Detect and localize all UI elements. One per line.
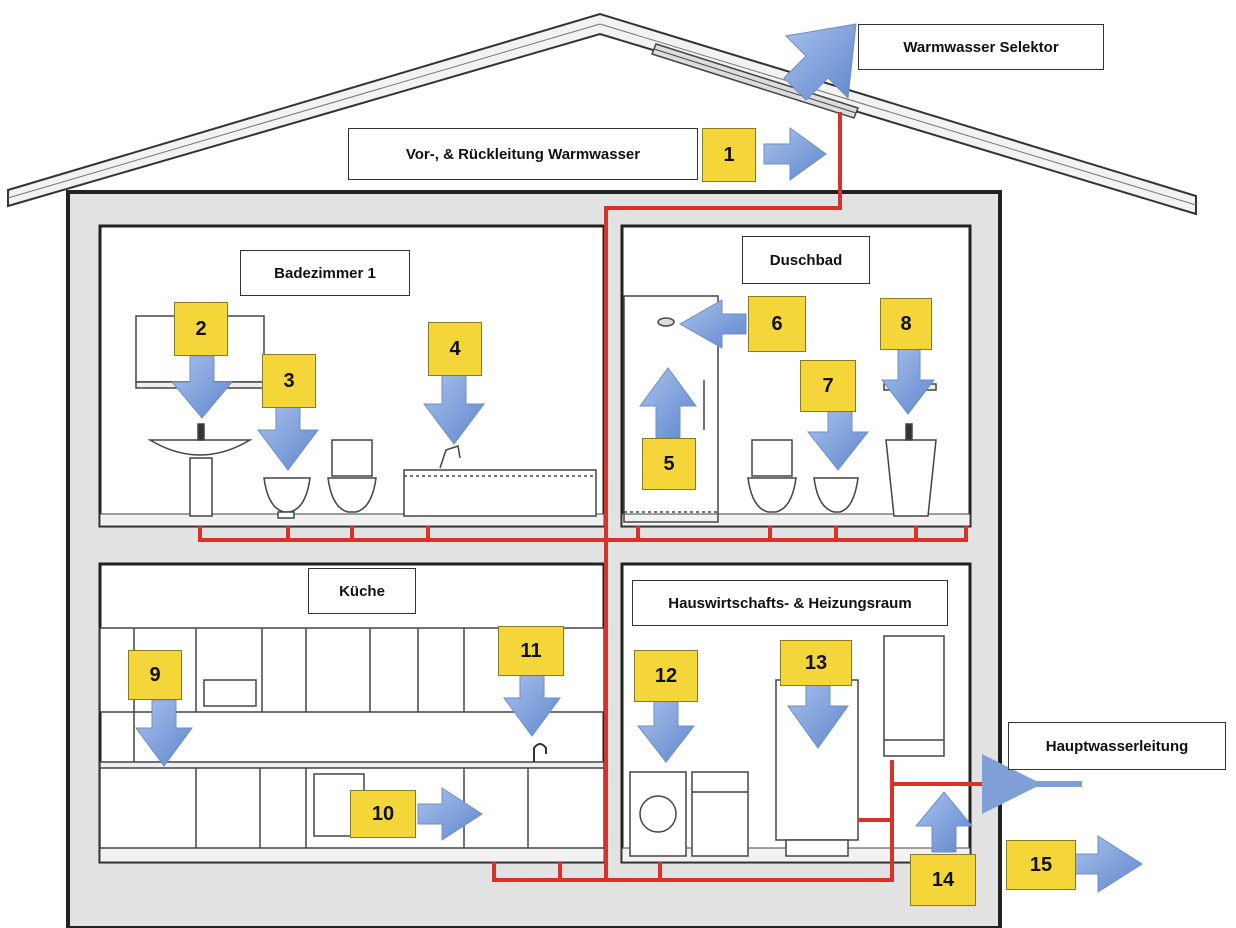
arrow-11 [503,673,561,737]
bathtub [403,445,597,517]
marker-6: 6 [748,296,806,352]
marker-7: 7 [800,360,856,412]
washing-machine [629,771,687,857]
toilet-4 [813,477,859,513]
marker-3: 3 [262,354,316,408]
arrow-selector [783,23,857,101]
label-warmwasser-selektor: Warmwasser Selektor [858,24,1104,70]
arrow-14 [914,791,974,853]
washbasin-1 [147,423,253,517]
toilet-3 [747,439,797,513]
arrow-5 [639,367,697,439]
marker-9: 9 [128,650,182,700]
arrow-3 [257,403,319,471]
arrow-4 [423,373,485,445]
marker-4: 4 [428,322,482,376]
toilet-2 [327,439,377,513]
kitchen-faucet [533,743,547,762]
arrow-12 [636,699,696,763]
shower-cabin [623,295,719,523]
toilet-1 [263,477,311,519]
arrow-6 [678,299,747,349]
arrow-7 [806,409,870,471]
arrow-8 [880,347,936,415]
label-main-water: Hauptwasserleitung [1008,722,1226,770]
label-circulation: Vor-, & Rückleitung Warmwasser [348,128,698,180]
marker-5: 5 [642,438,696,490]
marker-2: 2 [174,302,228,356]
marker-14: 14 [910,854,976,906]
label-utility-room: Hauswirtschafts- & Heizungsraum [632,580,948,626]
arrow-10 [417,787,483,841]
marker-15: 15 [1006,840,1076,890]
marker-12: 12 [634,650,698,702]
marker-10: 10 [350,790,416,838]
marker-13: 13 [780,640,852,686]
arrow-9 [135,699,193,767]
marker-8: 8 [880,298,932,350]
arrow-1 [763,127,827,181]
roof [7,12,1197,216]
label-bathroom-1: Badezimmer 1 [240,250,410,296]
dryer [691,771,749,857]
marker-1: 1 [702,128,756,182]
boiler [883,635,945,757]
label-shower-room: Duschbad [742,236,870,284]
arrow-15 [1073,835,1143,893]
marker-11: 11 [498,626,564,676]
arrow-2 [170,355,234,419]
label-kitchen: Küche [308,568,416,614]
hot-water-pipes [198,112,1020,882]
